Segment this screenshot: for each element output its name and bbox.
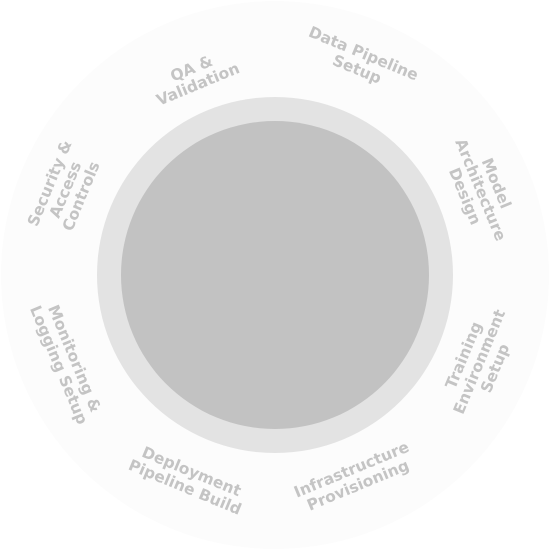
center-core — [121, 121, 429, 429]
